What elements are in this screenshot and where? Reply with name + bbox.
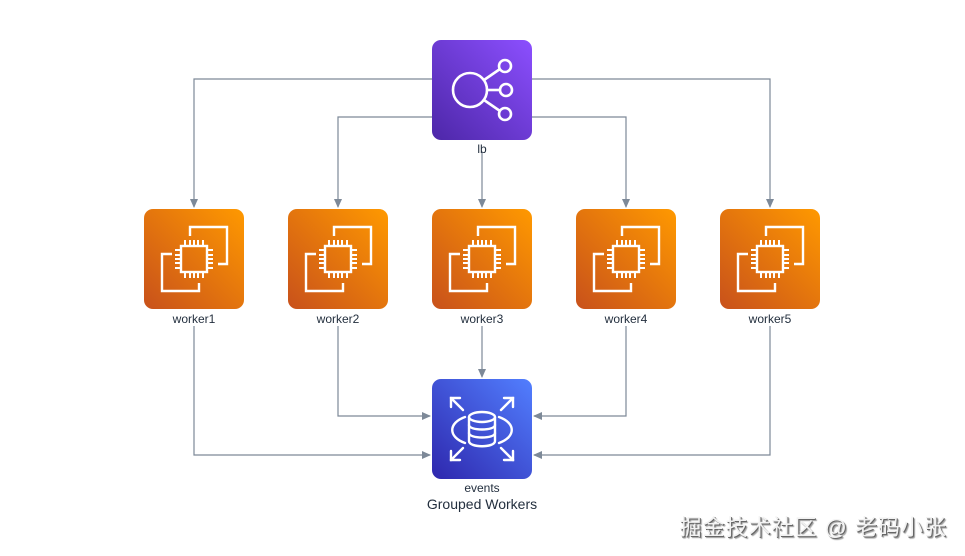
- node-worker3[interactable]: [432, 209, 532, 309]
- group-label: Grouped Workers: [426, 496, 538, 512]
- node-worker4[interactable]: [576, 209, 676, 309]
- node-lb[interactable]: [432, 40, 532, 140]
- edge-worker5-events: [533, 326, 771, 459]
- edge-worker1-events: [193, 326, 431, 459]
- node-label-worker4: worker4: [604, 312, 648, 326]
- node-worker2[interactable]: [288, 209, 388, 309]
- ec2-instances-icon: [448, 225, 517, 293]
- node-label-events: events: [464, 481, 500, 495]
- node-label-worker3: worker3: [460, 312, 504, 326]
- ec2-instances-icon: [160, 225, 229, 293]
- ec2-instances-icon: [736, 225, 805, 293]
- node-label-worker1: worker1: [172, 312, 216, 326]
- node-label-worker2: worker2: [316, 312, 360, 326]
- node-worker1[interactable]: [144, 209, 244, 309]
- ec2-instances-icon: [304, 225, 373, 293]
- edge-worker2-events: [337, 326, 431, 420]
- watermark: 掘金技术社区 @ 老码小张: [679, 515, 947, 540]
- node-events[interactable]: [432, 379, 532, 479]
- edge-lb-worker4: [532, 116, 630, 208]
- ec2-instances-icon: [592, 225, 661, 293]
- edge-lb-worker5: [532, 78, 774, 208]
- node-label-worker5: worker5: [748, 312, 792, 326]
- elastic-load-balancing-icon: [451, 58, 514, 122]
- rds-database-icon: [449, 396, 515, 462]
- edge-lb-worker2: [334, 116, 432, 208]
- node-label-lb: lb: [477, 142, 487, 156]
- edge-worker4-events: [533, 326, 627, 420]
- edge-lb-worker1: [190, 78, 432, 208]
- node-worker5[interactable]: [720, 209, 820, 309]
